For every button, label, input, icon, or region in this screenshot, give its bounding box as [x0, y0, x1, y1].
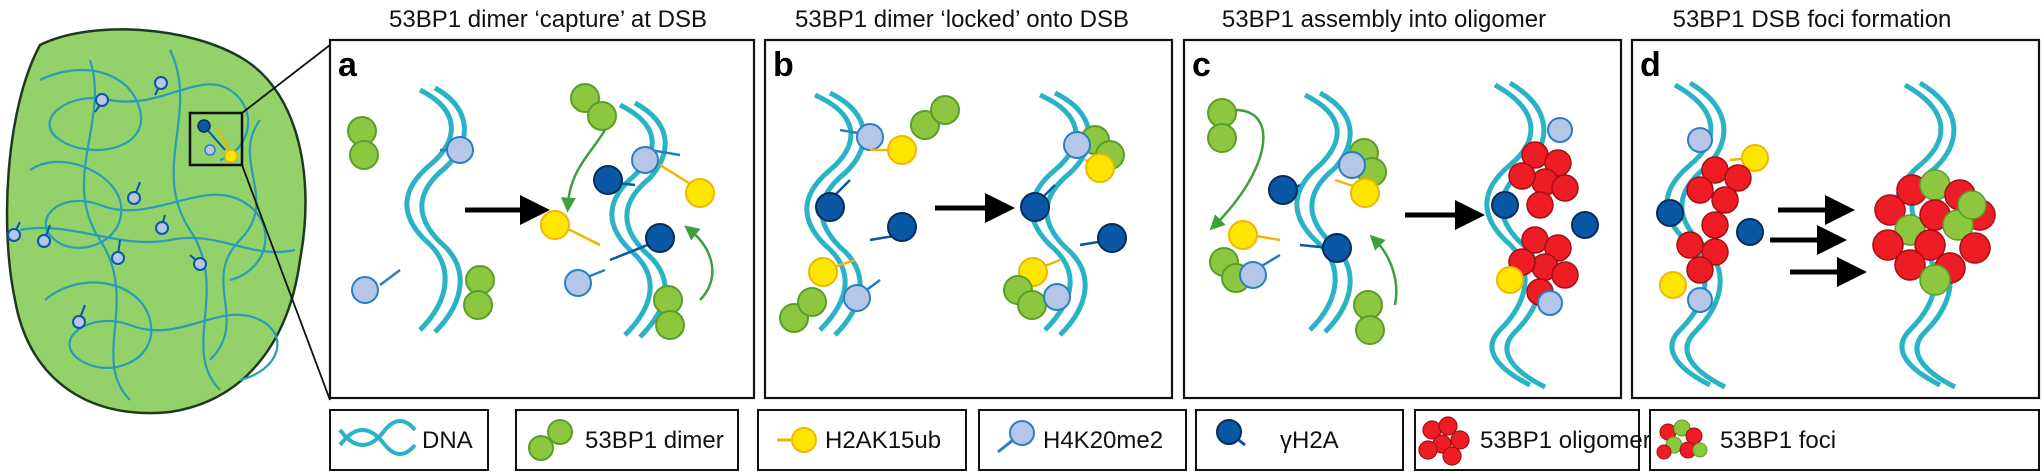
legend-gh2a-label: γH2A [1280, 427, 1339, 454]
zoom-line-top [241, 44, 331, 114]
panel-d-frame [1630, 38, 2041, 400]
legend-dimer-box [515, 409, 739, 471]
panel-a-content [347, 83, 715, 340]
chromatin-strands [19, 49, 296, 401]
legend-dimer-label: 53BP1 dimer [585, 427, 724, 454]
legend-dna-box [329, 409, 489, 471]
legend-h4k20me2-box [978, 409, 1187, 471]
oligomer-top [1508, 141, 1579, 219]
legend-gh2a-icon [1216, 419, 1246, 447]
zoom-line-bottom [241, 164, 331, 401]
legend-dna-label: DNA [422, 427, 473, 454]
legend-h4k20me2-label: H4K20me2 [1043, 427, 1163, 454]
zoom-box-contents [197, 119, 238, 163]
panel-c-frame [1182, 38, 1623, 400]
panel-letter-d: d [1640, 46, 1661, 84]
panel-b-frame [763, 38, 1174, 400]
legend-foci-icon [1656, 419, 1708, 460]
legend-h2ak15ub-box [757, 409, 967, 471]
title-a: 53BP1 dimer ‘capture’ at DSB [389, 6, 707, 33]
legend-foci-box [1649, 409, 2040, 471]
legend-h2ak15ub-label: H2AK15ub [825, 427, 941, 454]
legend-oligomer-label: 53BP1 oligomer [1480, 427, 1651, 454]
legend-oligomer-box [1414, 409, 1640, 471]
panel-a-frame [328, 38, 756, 400]
panel-b-content [779, 90, 1127, 337]
legend-oligomer-icon [1418, 416, 1470, 466]
title-c: 53BP1 assembly into oligomer [1222, 6, 1546, 33]
panel-letter-c: c [1192, 46, 1211, 84]
legend-dimer-icon [528, 419, 573, 461]
legend: DNA 53BP1 dimer H2AK15ub H4K20me2 γH2A [329, 409, 2040, 471]
legend-h2ak15ub-icon [777, 427, 817, 453]
title-d: 53BP1 DSB foci formation [1673, 6, 1952, 33]
title-b: 53BP1 dimer ‘locked’ onto DSB [795, 6, 1129, 33]
legend-dna-icon [338, 419, 417, 456]
oligomer-bottom [1508, 226, 1579, 306]
foci-cluster [1872, 169, 1996, 296]
panel-letter-b: b [773, 46, 794, 84]
panel-d-content [1656, 80, 1996, 390]
legend-h4k20me2-icon [997, 420, 1035, 454]
zoom-box [188, 111, 244, 167]
nucleus [5, 28, 331, 415]
legend-gh2a-box [1195, 409, 1404, 471]
panel-c-content [1207, 80, 1599, 390]
panel-letter-a: a [338, 46, 358, 84]
legend-foci-label: 53BP1 foci [1720, 427, 1836, 454]
nucleus-pins [7, 76, 207, 329]
panel-d-oligomer [1676, 156, 1752, 284]
